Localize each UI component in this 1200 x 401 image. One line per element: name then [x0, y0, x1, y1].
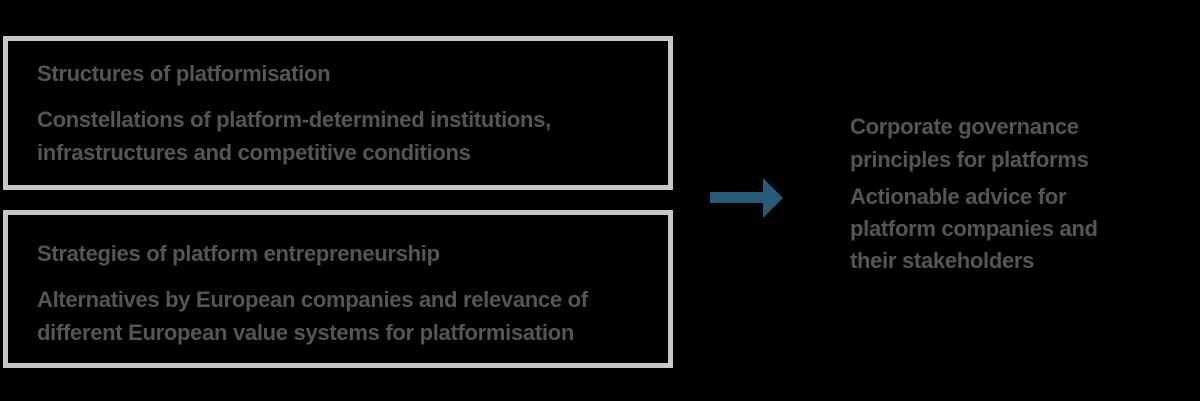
right-arrow-shaft: [710, 192, 766, 203]
outcome-text-block: Corporate governance principles for plat…: [850, 110, 1128, 277]
outcome-title: Corporate governance principles for plat…: [850, 114, 1089, 172]
strategies-box-description: Alternatives by European companies and r…: [37, 287, 588, 345]
right-arrow-icon: [710, 177, 784, 219]
structures-box: Structures of platformisation Constellat…: [3, 36, 673, 190]
structures-box-description: Constellations of platform-determined in…: [37, 107, 551, 165]
outcome-description: Actionable advice for platform companies…: [850, 184, 1098, 273]
strategies-box-title: Strategies of platform entrepreneurship: [37, 241, 440, 266]
strategies-box: Strategies of platform entrepreneurship …: [3, 210, 673, 368]
structures-box-title: Structures of platformisation: [37, 61, 331, 86]
right-arrow-head: [763, 178, 783, 218]
